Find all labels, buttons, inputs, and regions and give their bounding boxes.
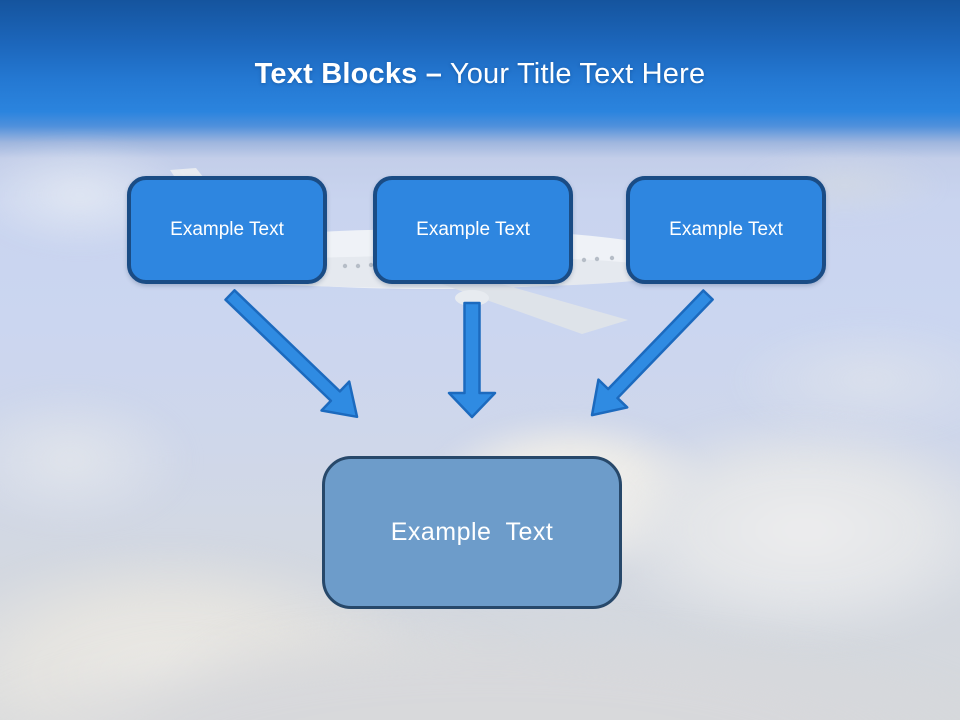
text-block-3-label: Example Text: [669, 219, 783, 240]
arrow-down-right-icon: [224, 289, 359, 419]
text-block-1[interactable]: Example Text: [127, 176, 327, 284]
text-block-3[interactable]: Example Text: [626, 176, 826, 284]
text-block-2-label: Example Text: [416, 219, 530, 240]
title-dash: –: [425, 58, 443, 90]
arrow-down-icon: [447, 301, 497, 419]
title-regular-text: Your Title Text Here: [449, 58, 706, 90]
text-block-result-label: Example Text: [390, 518, 554, 546]
slide-title[interactable]: Text Blocks – Your Title Text Here: [0, 52, 960, 96]
arrow-down-left-icon: [590, 289, 714, 417]
text-block-2[interactable]: Example Text: [373, 176, 573, 284]
text-block-1-label: Example Text: [170, 219, 284, 240]
text-block-result[interactable]: Example Text: [322, 456, 622, 609]
title-bold-text: Text Blocks: [254, 58, 418, 90]
